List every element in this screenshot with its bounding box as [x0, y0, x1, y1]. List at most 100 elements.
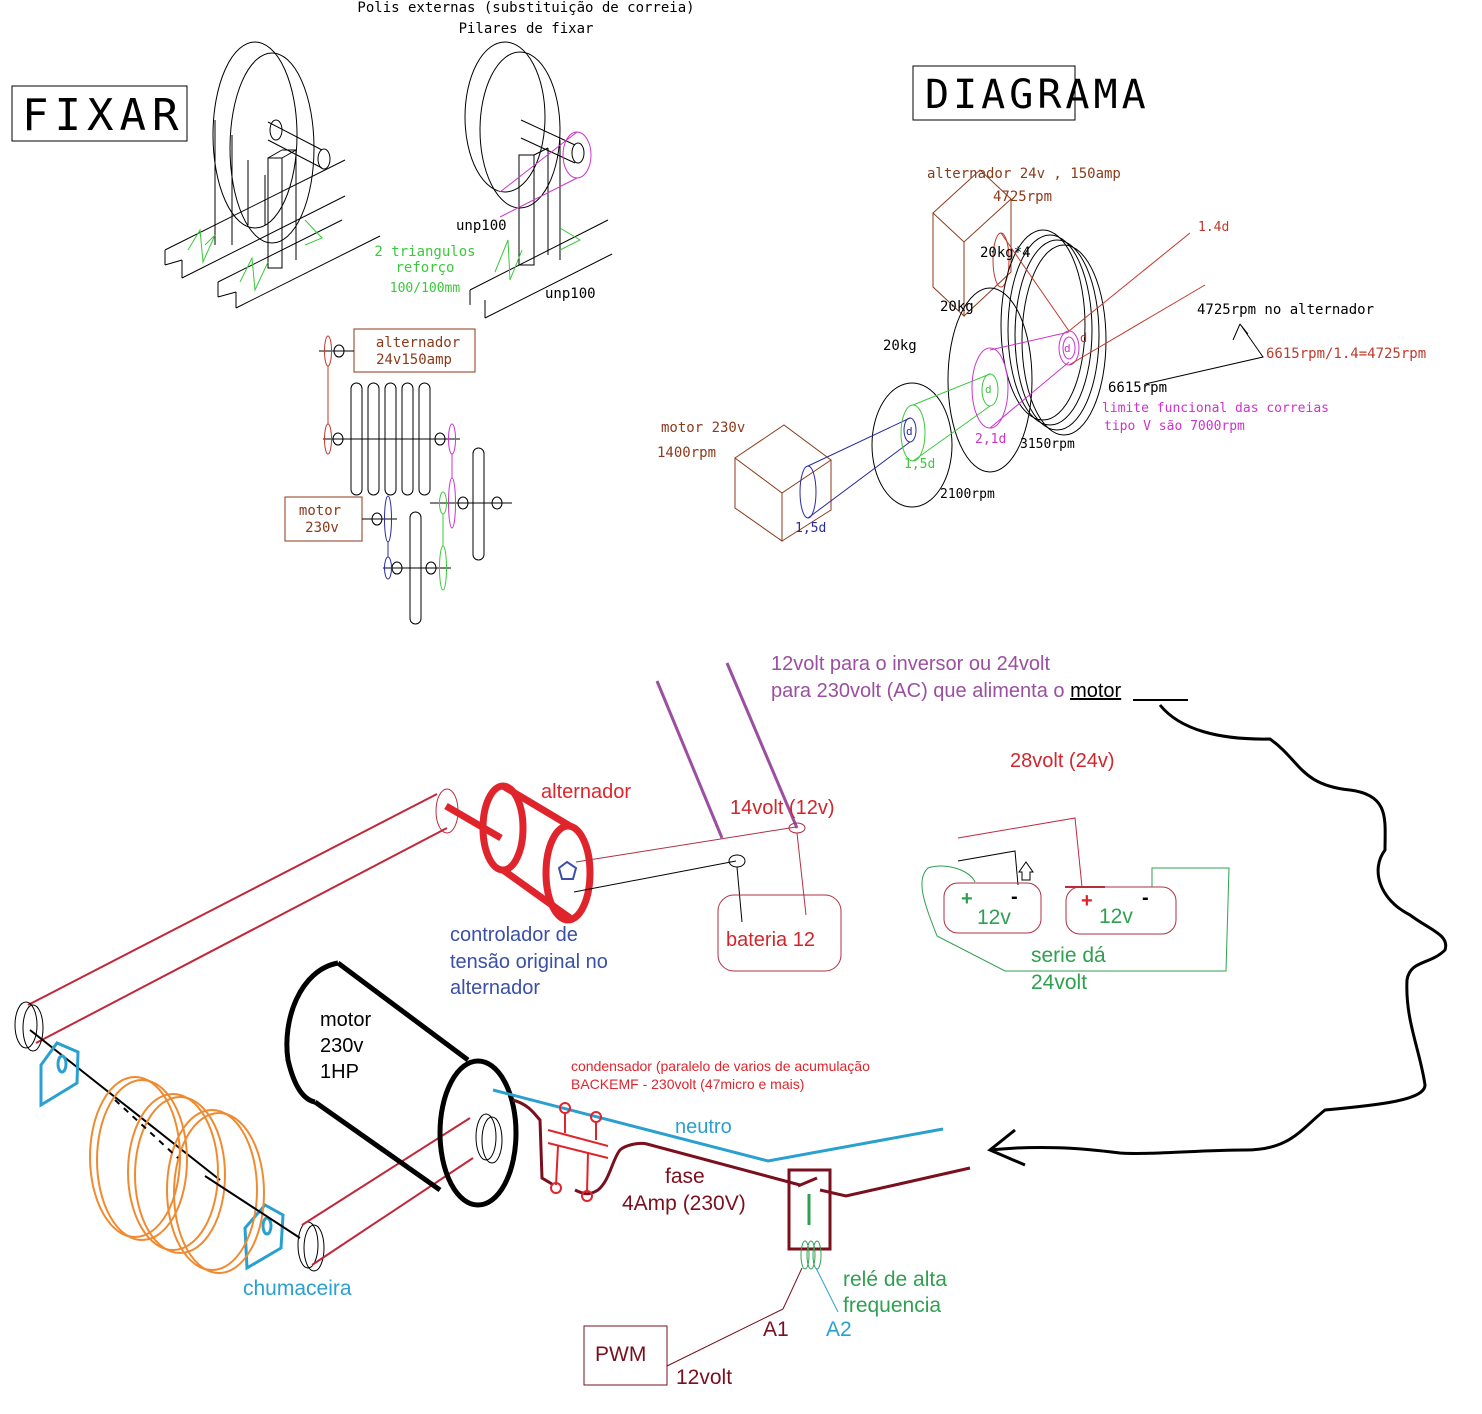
green-belt — [900, 373, 999, 462]
long-belt-lower — [301, 1117, 474, 1266]
neutral-wire — [492, 1088, 944, 1163]
motor-cube — [734, 424, 832, 542]
inverter-note-prefix: para 230volt (AC) que alimenta o — [771, 680, 1070, 702]
battery-2-plus: + — [1081, 890, 1093, 912]
rpm-6615-label: 6615rpm — [1108, 380, 1167, 396]
motor-shaft-end — [475, 1113, 503, 1164]
right-shaft-end — [297, 1221, 325, 1272]
battery-1 — [943, 882, 1042, 934]
phase-label-line1: fase — [665, 1165, 705, 1188]
rpm-formula: 6615rpm/1.4=4725rpm — [1266, 346, 1426, 362]
diagrama-title: DIAGRAMA — [925, 72, 1150, 118]
pulley-layout-sketch: alternador 24v150amp motor 230v — [284, 328, 512, 625]
fixar-section: FIXAR Polis externas (substituição de co… — [11, 0, 695, 319]
wheel1-rpm-label: 2100rpm — [940, 487, 995, 502]
sketch-motor-label: motor — [299, 503, 341, 519]
unp100-label-lower: unp100 — [545, 286, 596, 302]
motor-label-line2: 230v — [320, 1035, 363, 1057]
a1-wire — [782, 1267, 803, 1310]
relay-box — [787, 1168, 832, 1251]
pwm-wire — [666, 1308, 784, 1367]
wheel2-small-pulley-label: d — [985, 383, 992, 396]
left-shaft-end — [14, 1001, 44, 1052]
diagrama-title-box — [912, 65, 1076, 121]
pulleys-heading: Polis externas (substituição de correia) — [357, 0, 694, 16]
motor-rpm-label: 1400rpm — [657, 445, 716, 461]
controller-line3: alternador — [450, 977, 540, 999]
alt-pulley-label: 1.4d — [1198, 220, 1229, 235]
belt-limit-line1: limite funcional das correias — [1102, 401, 1329, 416]
a2-wire — [815, 1267, 839, 1313]
belt-pulley-right — [499, 131, 592, 218]
battery-2 — [1065, 886, 1177, 935]
wheel1-ring-label: 1,5d — [904, 457, 935, 472]
alternator-belt — [1000, 232, 1206, 366]
flywheel-stack-mass: 20kg*4 — [980, 245, 1031, 261]
motor-drawing — [284, 960, 519, 1208]
green-belt-sketch — [439, 491, 447, 591]
motor-spec-label: motor 230v — [661, 420, 745, 436]
voltage-28-label: 28volt (24v) — [1010, 750, 1115, 772]
relay-coil — [800, 1240, 822, 1270]
wheel3-outer-label: d — [1080, 331, 1087, 345]
voltage-14-label: 14volt (12v) — [730, 797, 835, 819]
alternator-drawing — [444, 782, 594, 924]
relay-label-line1: relé de alta — [843, 1268, 947, 1291]
sketch-alternator-label: alternador — [376, 335, 460, 351]
series-line2: 24volt — [1031, 971, 1087, 994]
pillar-assembly-left — [164, 41, 381, 309]
wheel3-small-pulley-label: d — [1064, 342, 1071, 355]
orange-flywheels — [89, 1076, 265, 1274]
hand-sketch-section: 12volt para o inversor ou 24volt para 23… — [14, 653, 1448, 1389]
bearing-label: chumaceira — [243, 1277, 352, 1300]
unp100-label-upper: unp100 — [456, 218, 507, 234]
battery-12-box — [717, 894, 842, 972]
sketch-motor-voltage: 230v — [305, 520, 339, 536]
motor-label-line3: 1HP — [320, 1061, 359, 1083]
pwm-box — [583, 1325, 668, 1386]
belt-limit-line2: tipo V são 7000rpm — [1104, 419, 1245, 434]
blue-belt-sketch — [384, 495, 392, 580]
reinforce-label-3: 100/100mm — [390, 281, 461, 296]
shaft-right-segment — [204, 1175, 301, 1239]
pwm-voltage-label: 12volt — [676, 1366, 732, 1389]
pillars-heading: Pilares de fixar — [459, 21, 594, 37]
voltage-regulator-icon — [557, 860, 578, 880]
fixar-title-box — [11, 85, 188, 142]
motor-label-line1: motor — [320, 1009, 371, 1031]
pwm-label: PWM — [595, 1343, 646, 1366]
wheel2-ring-label: 2,1d — [975, 432, 1006, 447]
neutral-label: neutro — [675, 1116, 732, 1138]
reinforce-label-1: 2 triangulos — [374, 244, 475, 260]
bearing-right — [243, 1203, 285, 1271]
alternator-cube — [932, 169, 1012, 318]
battery-wires — [573, 822, 807, 923]
motor-pulley-label: 1,5d — [795, 521, 826, 536]
capacitor-note-line1: condensador (paralelo de varios de acumu… — [571, 1058, 870, 1074]
relay-label-line2: frequencia — [843, 1294, 941, 1317]
flywheel-1 — [871, 382, 953, 508]
controller-line2: tensão original no — [450, 951, 608, 973]
reinforcement-triangles-left — [187, 219, 323, 292]
pillar-assembly-right — [464, 41, 613, 319]
sketch-alternator-spec: 24v150amp — [376, 352, 452, 368]
a1-label: A1 — [763, 1318, 789, 1341]
battery-1-value: 12v — [977, 906, 1011, 929]
alternator-rpm-note: 4725rpm no alternador — [1197, 302, 1374, 318]
flywheel-2-mass: 20kg — [940, 299, 974, 315]
controller-line1: controlador de — [450, 924, 578, 946]
fixar-title: FIXAR — [22, 90, 184, 141]
alternator-belt-sketch — [324, 335, 332, 455]
shaft-through-flywheels — [114, 1099, 179, 1159]
a2-label: A2 — [826, 1318, 852, 1341]
inverter-note-motor: motor — [1070, 680, 1121, 702]
arrow-to-alternator-note — [1144, 323, 1264, 385]
inverter-note-line1: 12volt para o inversor ou 24volt — [771, 653, 1050, 675]
alternator-spec-label: alternador 24v , 150amp — [927, 166, 1121, 182]
alternator-label: alternador — [541, 781, 631, 803]
flywheel-1-mass: 20kg — [883, 338, 917, 354]
reinforce-label-2: reforço — [395, 260, 454, 276]
blue-belt — [799, 417, 917, 519]
wheel1-small-pulley-label: d — [906, 425, 913, 438]
